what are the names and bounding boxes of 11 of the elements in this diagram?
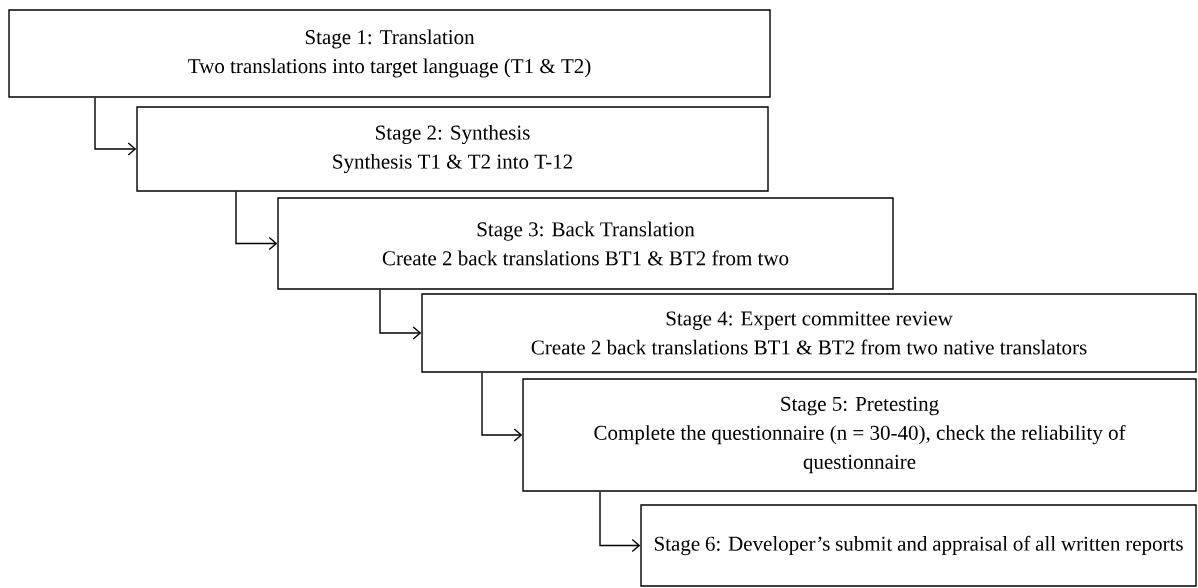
stage-box: Stage 3: Back Translation Create 2 back translations BT1 & BT2 from two — [277, 197, 894, 290]
stage-box: Stage 1: Translation Two translations into target language (T1 & T2) — [8, 9, 771, 98]
stage-box: Stage 4: Expert committee review Create 2 back translations BT1 & BT2 from two native translators — [421, 293, 1197, 373]
arrow — [379, 289, 422, 340]
arrow — [94, 97, 137, 156]
stage-box: Stage 2: Synthesis Synthesis T1 & T2 into T-12 — [136, 106, 769, 192]
arrow — [235, 191, 278, 251]
arrow — [481, 372, 523, 442]
stage-box: Stage 6: Developer’s submit and appraisal of all written reports — [640, 504, 1197, 587]
arrow — [599, 491, 641, 553]
stage-box: Stage 5: Pretesting Complete the questionnaire (n = 30-40), check the reliability of questionnaire — [522, 378, 1197, 492]
